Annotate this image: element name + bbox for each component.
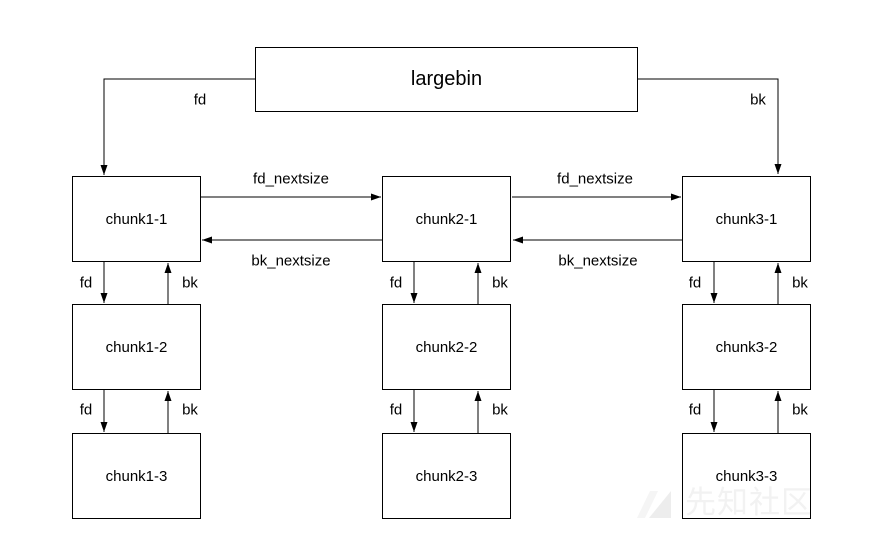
edge-label-fd: fd bbox=[79, 401, 93, 419]
edge-label-fd-nextsize-1: fd_nextsize bbox=[253, 170, 329, 188]
edge-largebin-bk-chunk3-1 bbox=[638, 78, 782, 174]
edge-label-bk: bk bbox=[792, 401, 808, 419]
watermark: 先知社区 bbox=[635, 487, 813, 518]
edge-label-bk: bk bbox=[182, 401, 198, 419]
edge-label-fd: fd bbox=[389, 274, 403, 292]
watermark-text: 先知社区 bbox=[685, 485, 813, 520]
node-label: chunk1-1 bbox=[105, 210, 168, 228]
node-label: chunk1-3 bbox=[105, 467, 168, 485]
edge-label-bk: bk bbox=[492, 274, 508, 292]
node-chunk2-2: chunk2-2 bbox=[382, 304, 511, 390]
edge-label-bk: bk bbox=[182, 274, 198, 292]
edge-label-fd: fd bbox=[688, 274, 702, 292]
edge-label-bk-nextsize-1: bk_nextsize bbox=[251, 252, 331, 270]
node-largebin: largebin bbox=[255, 47, 638, 112]
node-label: chunk3-1 bbox=[715, 210, 778, 228]
edge-label-fd-largebin: fd bbox=[193, 91, 207, 109]
node-label: chunk2-2 bbox=[415, 338, 478, 356]
edge-label-bk: bk bbox=[492, 401, 508, 419]
edge-label-fd: fd bbox=[79, 274, 93, 292]
edge-label-fd-nextsize-2: fd_nextsize bbox=[557, 170, 633, 188]
node-largebin-label: largebin bbox=[410, 68, 483, 90]
edge-largebin-fd-chunk1-1 bbox=[100, 78, 255, 175]
node-label: chunk1-2 bbox=[105, 338, 168, 356]
node-chunk1-1: chunk1-1 bbox=[72, 176, 201, 262]
node-chunk2-1: chunk2-1 bbox=[382, 176, 511, 262]
edge-label-fd: fd bbox=[389, 401, 403, 419]
node-label: chunk2-1 bbox=[415, 210, 478, 228]
xianzhi-logo-icon bbox=[637, 490, 671, 518]
node-chunk2-3: chunk2-3 bbox=[382, 433, 511, 519]
edge-label-bk-largebin: bk bbox=[750, 91, 766, 109]
node-label: chunk3-3 bbox=[715, 467, 778, 485]
node-chunk3-1: chunk3-1 bbox=[682, 176, 811, 262]
edge-label-fd: fd bbox=[688, 401, 702, 419]
node-chunk1-3: chunk1-3 bbox=[72, 433, 201, 519]
edge-label-bk-nextsize-2: bk_nextsize bbox=[558, 252, 638, 270]
edge-label-bk: bk bbox=[792, 274, 808, 292]
node-label: chunk3-2 bbox=[715, 338, 778, 356]
node-label: chunk2-3 bbox=[415, 467, 478, 485]
node-chunk1-2: chunk1-2 bbox=[72, 304, 201, 390]
node-chunk3-2: chunk3-2 bbox=[682, 304, 811, 390]
node-chunk3-3: chunk3-3 bbox=[682, 433, 811, 519]
